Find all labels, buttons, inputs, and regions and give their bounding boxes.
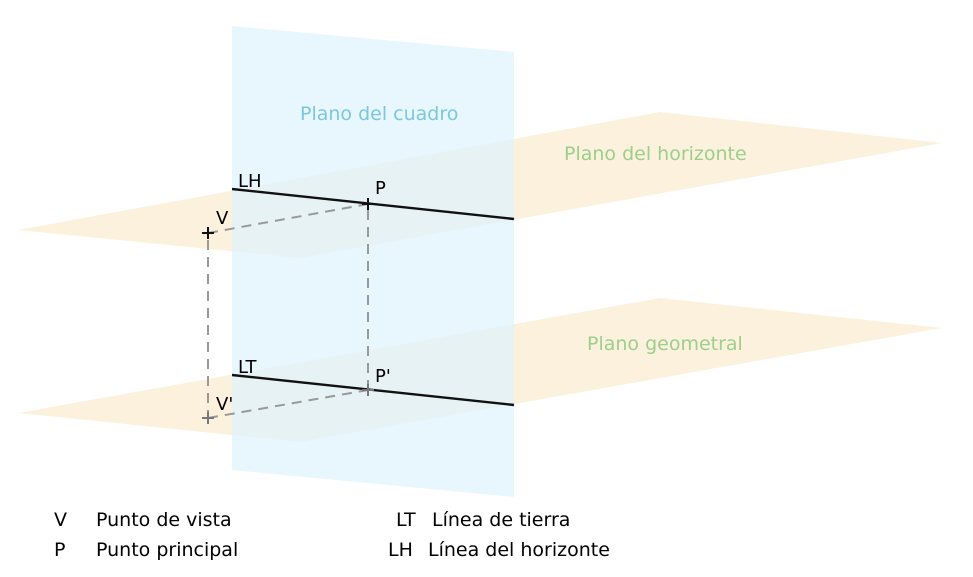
ground-line-label: LT [238, 357, 258, 378]
legend-text-lt: Línea de tierra [432, 509, 570, 531]
legend-text-p: Punto principal [96, 539, 238, 561]
point-pprime-marker [362, 384, 374, 396]
legend-text-lh: Línea del horizonte [428, 539, 610, 561]
view-point-projection-label: V' [216, 394, 233, 415]
construction-lines [207, 203, 369, 419]
point-v-marker [202, 227, 214, 239]
point-p-marker [362, 198, 374, 210]
ground-plane-label: Plano geometral [587, 333, 743, 355]
point-vprime-marker [202, 412, 214, 424]
legend: V Punto de vista P Punto principal LT Lí… [54, 509, 610, 561]
legend-text-v: Punto de vista [96, 509, 232, 531]
picture-plane-label: Plano del cuadro [300, 103, 458, 125]
horizon-line-label: LH [238, 171, 262, 192]
picture-plane [232, 26, 514, 497]
principal-point-label: P [375, 178, 386, 199]
legend-symbol-p: P [54, 539, 65, 561]
legend-symbol-lh: LH [388, 539, 413, 561]
principal-point-projection-label: P' [375, 366, 391, 387]
legend-symbol-v: V [54, 509, 67, 531]
horizon-plane-label: Plano del horizonte [564, 143, 747, 165]
legend-symbol-lt: LT [396, 509, 416, 531]
view-point-label: V [216, 208, 229, 229]
